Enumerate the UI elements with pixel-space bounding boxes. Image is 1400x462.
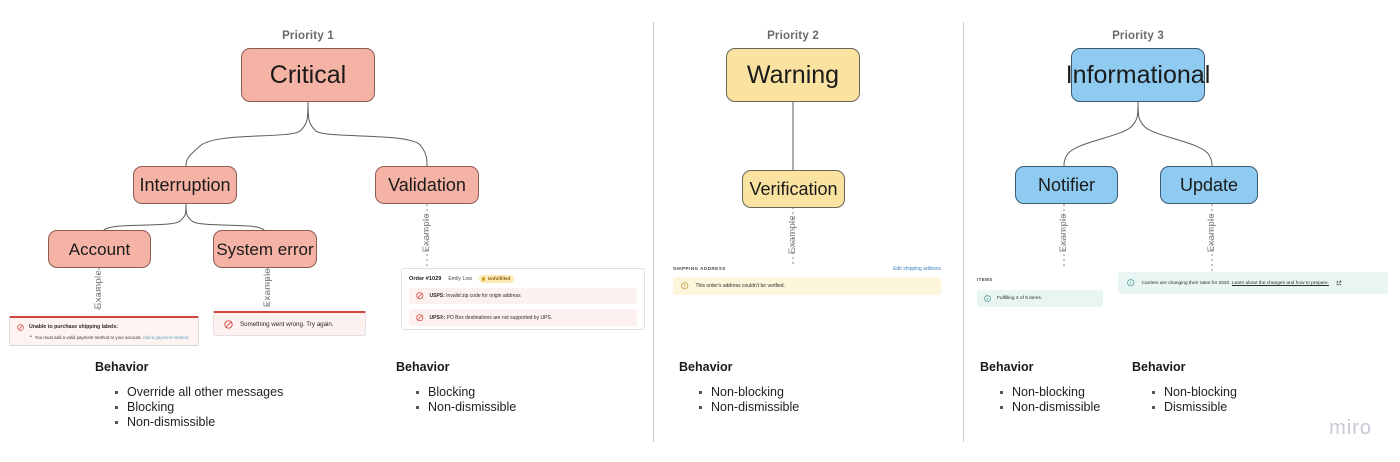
behavior-item: Dismissible [1152, 400, 1237, 415]
behavior-block-critical-interruption: Behavior Override all other messages Blo… [95, 360, 283, 429]
example-card-order[interactable]: Order #1029 Emily Low Unfulfilled USPS: … [401, 268, 645, 330]
edit-shipping-address-link[interactable]: Edit shipping address [893, 266, 941, 272]
behavior-heading: Behavior [980, 360, 1034, 374]
behavior-heading: Behavior [679, 360, 733, 374]
behavior-heading: Behavior [396, 360, 450, 374]
items-info-row: Fulfilling 4 of 5 items. [977, 290, 1103, 307]
shipping-warning-text: This order's address couldn't be verifie… [695, 282, 785, 289]
shipping-warning-row: This order's address couldn't be verifie… [673, 277, 941, 295]
error-circle-icon [224, 319, 233, 329]
node-account[interactable]: Account [48, 230, 151, 268]
order-error-row: UPS®: PO Box destinations are not suppor… [409, 309, 637, 326]
behavior-heading: Behavior [95, 360, 149, 374]
behavior-block-notifier: Behavior Non-blocking Non-dismissible [980, 360, 1100, 415]
bullet-dot: • [30, 334, 32, 340]
order-error-message: PO Box destinations are not supported by… [446, 314, 553, 321]
behavior-list: Non-blocking Non-dismissible [1000, 385, 1100, 415]
behavior-block-update: Behavior Non-blocking Dismissible [1132, 360, 1237, 415]
column-divider-1 [653, 22, 654, 442]
node-informational[interactable]: Informational [1066, 48, 1210, 102]
behavior-list: Override all other messages Blocking Non… [115, 385, 283, 429]
add-payment-method-link[interactable]: Add a payment method. [142, 335, 190, 340]
update-learn-more-link[interactable]: Learn about the changes and how to prepa… [1231, 280, 1329, 286]
behavior-item: Non-dismissible [115, 415, 283, 430]
column-divider-2 [963, 22, 964, 442]
update-message-wrap: Carriers are changing their rates for 20… [1142, 281, 1329, 286]
error-circle-icon [416, 314, 424, 322]
node-warning[interactable]: Warning [726, 48, 860, 102]
error-circle-icon [416, 292, 424, 300]
external-link-icon[interactable] [1336, 280, 1342, 286]
example-card-items[interactable]: ITEMS Fulfilling 4 of 5 items. [977, 268, 1103, 307]
order-header: Order #1029 Emily Low Unfulfilled [409, 275, 637, 283]
shipping-header: SHIPPING ADDRESS Edit shipping address [673, 266, 941, 272]
behavior-list: Non-blocking Non-dismissible [699, 385, 799, 415]
status-badge: Unfulfilled [478, 275, 515, 283]
node-update[interactable]: Update [1160, 166, 1258, 204]
error-circle-icon [17, 324, 24, 331]
status-dot-icon [481, 277, 486, 281]
behavior-item: Non-dismissible [1000, 400, 1100, 415]
node-interruption[interactable]: Interruption [133, 166, 237, 204]
example-label-system-error: Example [262, 268, 273, 308]
behavior-item: Blocking [416, 385, 516, 400]
order-customer: Emily Low [448, 275, 472, 282]
behavior-item: Non-dismissible [416, 400, 516, 415]
items-message: Fulfilling 4 of 5 items. [997, 296, 1043, 301]
shipping-section-label: SHIPPING ADDRESS [673, 266, 726, 271]
order-error-carrier: USPS: [429, 293, 445, 300]
node-validation[interactable]: Validation [375, 166, 479, 204]
info-circle-icon [1127, 279, 1135, 287]
node-critical[interactable]: Critical [241, 48, 375, 102]
behavior-block-warning: Behavior Non-blocking Non-dismissible [679, 360, 799, 415]
node-verification[interactable]: Verification [742, 170, 845, 208]
status-badge-label: Unfulfilled [487, 276, 511, 282]
behavior-list: Non-blocking Dismissible [1152, 385, 1237, 415]
behavior-list: Blocking Non-dismissible [416, 385, 516, 415]
account-error-detail: • You must add a valid payment method to… [30, 335, 191, 341]
behavior-item: Non-dismissible [699, 400, 799, 415]
behavior-heading: Behavior [1132, 360, 1186, 374]
order-error-text: USPS: Invalid zip code for origin addres… [430, 293, 521, 299]
behavior-item: Override all other messages [115, 385, 283, 400]
example-card-account-error[interactable]: Unable to purchase shipping labels: • Yo… [9, 316, 199, 346]
example-label-update: Example [1206, 213, 1217, 253]
example-card-shipping-address[interactable]: SHIPPING ADDRESS Edit shipping address T… [673, 266, 941, 304]
behavior-item: Non-blocking [1152, 385, 1237, 400]
example-label-notifier: Example [1058, 213, 1069, 253]
priority-title-2: Priority 2 [767, 30, 819, 42]
behavior-item: Blocking [115, 400, 283, 415]
account-error-title: Unable to purchase shipping labels: [29, 324, 119, 330]
system-error-text: Something went wrong. Try again. [240, 320, 334, 328]
info-circle-icon [984, 295, 991, 302]
priority-title-1: Priority 1 [282, 30, 334, 42]
order-error-message: Invalid zip code for origin address [446, 293, 521, 300]
example-label-validation: Example [421, 213, 432, 253]
example-label-account: Example [93, 270, 104, 310]
items-section-label: ITEMS [977, 277, 993, 282]
priority-title-3: Priority 3 [1112, 30, 1164, 42]
update-message: Carriers are changing their rates for 20… [1141, 280, 1231, 286]
example-card-update[interactable]: Carriers are changing their rates for 20… [1118, 272, 1388, 294]
behavior-block-critical-validation: Behavior Blocking Non-dismissible [396, 360, 516, 415]
node-notifier[interactable]: Notifier [1015, 166, 1118, 204]
miro-watermark: miro [1329, 417, 1372, 439]
order-error-row: USPS: Invalid zip code for origin addres… [409, 287, 637, 305]
order-number: Order #1029 [409, 275, 442, 282]
example-label-verification: Example [787, 215, 798, 255]
behavior-item: Non-blocking [699, 385, 799, 400]
order-error-carrier: UPS®: [429, 314, 446, 321]
order-error-text: UPS®: PO Box destinations are not suppor… [430, 315, 553, 321]
example-card-system-error[interactable]: Something went wrong. Try again. [213, 311, 366, 336]
account-error-detail-text: You must add a valid payment method to y… [34, 335, 142, 340]
warning-info-circle-icon [681, 282, 689, 290]
node-system-error[interactable]: System error [213, 230, 317, 268]
behavior-item: Non-blocking [1000, 385, 1100, 400]
